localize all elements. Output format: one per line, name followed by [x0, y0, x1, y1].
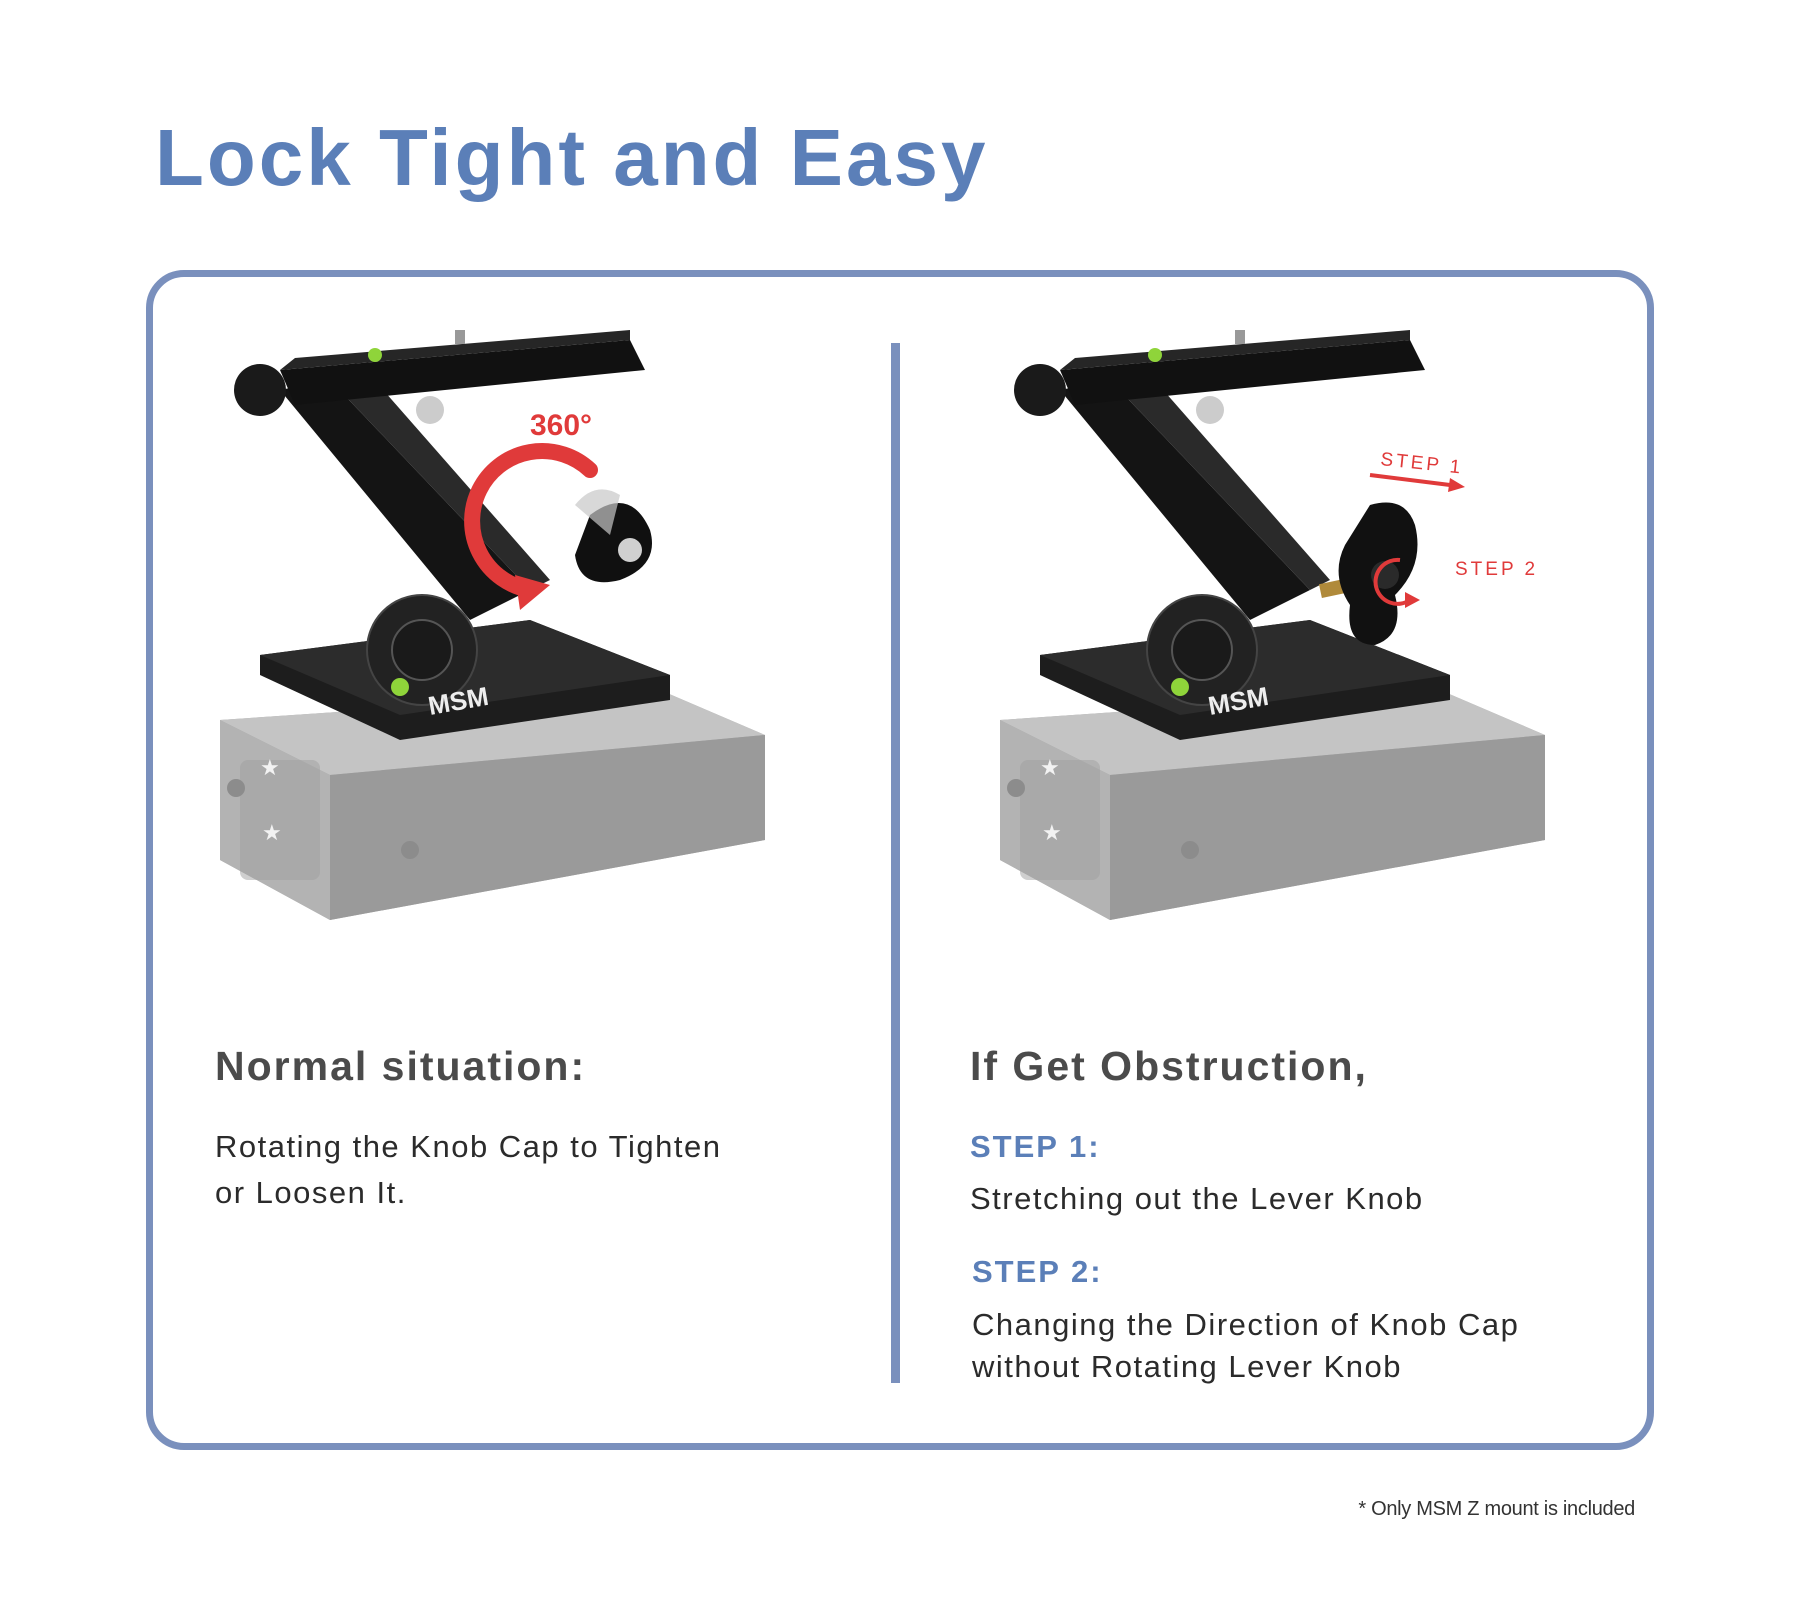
- footnote: * Only MSM Z mount is included: [1358, 1498, 1635, 1520]
- step1-annotation: STEP 1: [1379, 449, 1464, 479]
- obstruction-heading: If Get Obstruction,: [970, 1043, 1368, 1089]
- product-image-obstruction: ★ ★ MSM STEP 1 STEP 2: [980, 330, 1600, 980]
- step2-text-line1: Changing the Direction of Knob Cap: [972, 1307, 1520, 1342]
- page-title: Lock Tight and Easy: [155, 113, 989, 202]
- step1-label: STEP 1:: [970, 1129, 1101, 1164]
- svg-text:★: ★: [1042, 820, 1062, 845]
- step2-text-line2: without Rotating Lever Knob: [972, 1349, 1402, 1384]
- normal-description-line1: Rotating the Knob Cap to Tighten: [215, 1129, 722, 1164]
- normal-situation-heading: Normal situation:: [215, 1043, 587, 1089]
- rotation-360-label: 360°: [530, 409, 592, 442]
- normal-description-line2: or Loosen It.: [215, 1175, 407, 1210]
- svg-text:★: ★: [262, 820, 282, 845]
- step2-label: STEP 2:: [972, 1254, 1103, 1289]
- svg-text:★: ★: [260, 755, 280, 780]
- step1-text: Stretching out the Lever Knob: [970, 1181, 1424, 1216]
- panel-divider: [891, 343, 900, 1383]
- product-image-normal: ★ ★ MSM 360°: [200, 330, 820, 980]
- content-frame: [146, 270, 1654, 1450]
- svg-text:★: ★: [1040, 755, 1060, 780]
- step2-annotation: STEP 2: [1455, 559, 1538, 580]
